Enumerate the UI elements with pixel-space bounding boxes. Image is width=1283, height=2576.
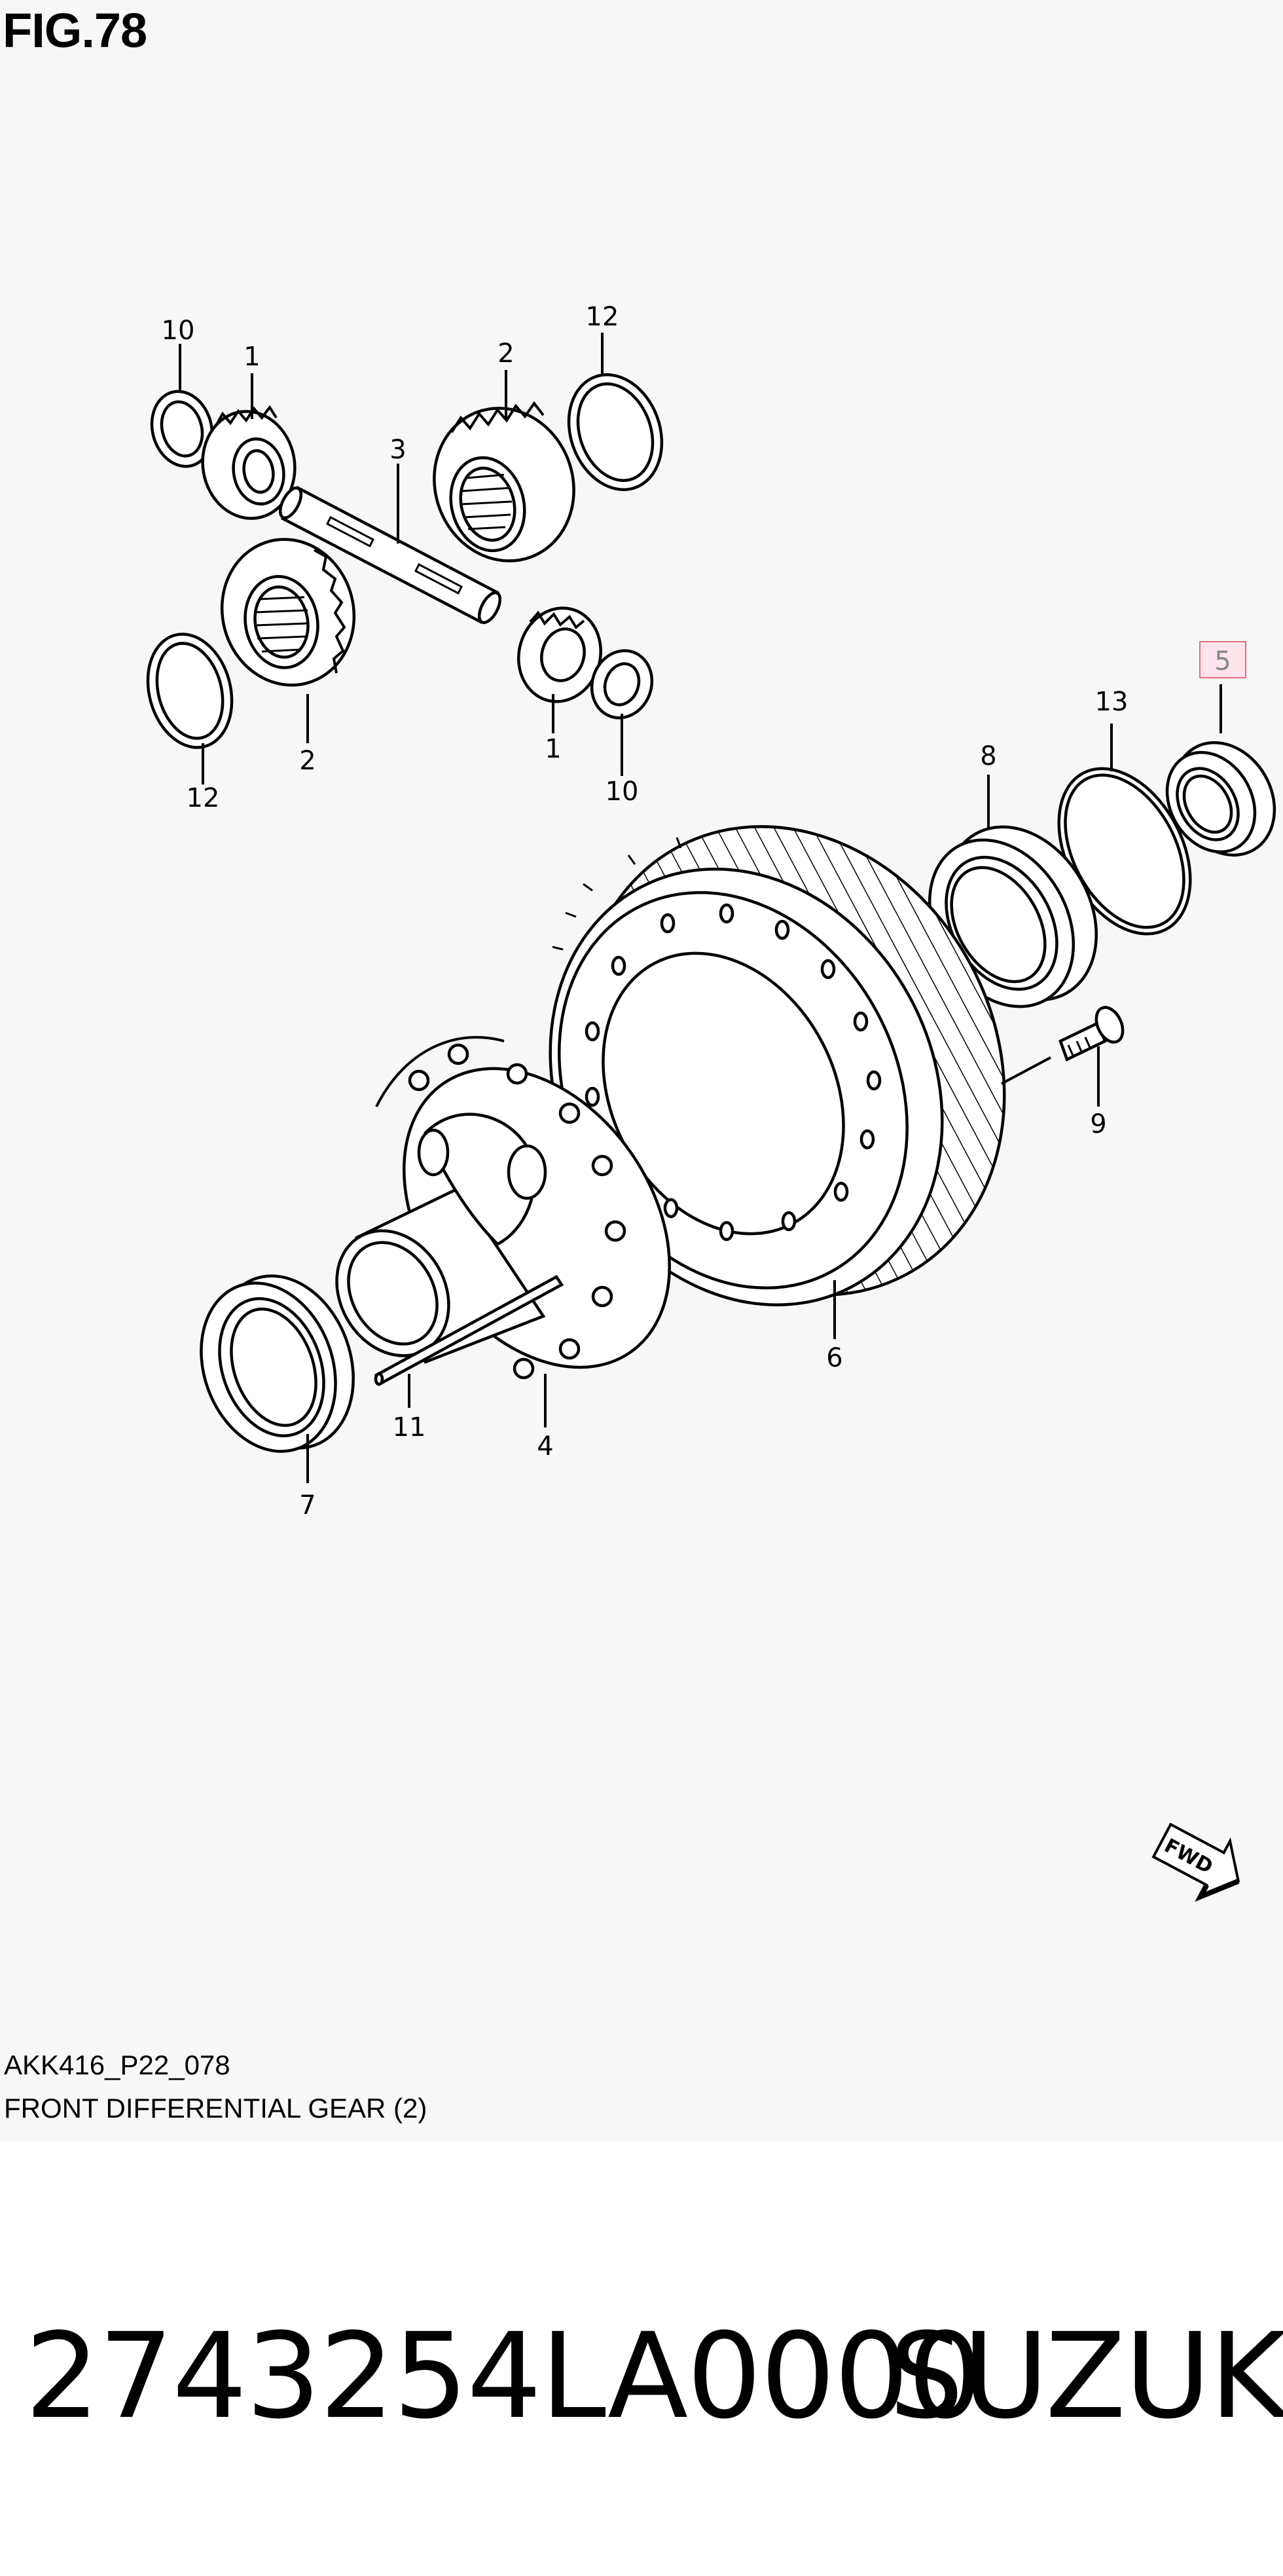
callout-10-upper[interactable]: 10 bbox=[162, 316, 195, 346]
side-gear-2-upper bbox=[433, 401, 575, 562]
callout-7[interactable]: 7 bbox=[299, 1490, 316, 1520]
washer-10-upper bbox=[150, 390, 214, 468]
figure-title: FIG.78 bbox=[3, 3, 147, 58]
ring-gear-6 bbox=[549, 825, 1006, 1306]
pinion-gear-1-lower bbox=[517, 606, 602, 703]
callout-6[interactable]: 6 bbox=[826, 1343, 842, 1373]
callout-1-lower[interactable]: 1 bbox=[545, 734, 561, 764]
callout-4[interactable]: 4 bbox=[537, 1431, 553, 1462]
pin-11 bbox=[374, 1275, 564, 1386]
callout-12-upper[interactable]: 12 bbox=[586, 302, 619, 332]
callout-1-upper[interactable]: 1 bbox=[244, 342, 260, 372]
forward-arrow-icon: FWD bbox=[1151, 1822, 1240, 1902]
callout-3[interactable]: 3 bbox=[389, 435, 406, 465]
diagram-code: AKK416_P22_078 bbox=[4, 2050, 230, 2080]
callout-13[interactable]: 13 bbox=[1095, 687, 1129, 717]
callout-2-lower[interactable]: 2 bbox=[299, 746, 316, 776]
callout-2-upper[interactable]: 2 bbox=[497, 339, 514, 369]
parts-diagram: FIG.78 bbox=[3, 3, 1276, 2124]
bolt-9 bbox=[1058, 1006, 1125, 1062]
part-number: 2743254LA0000 bbox=[25, 2308, 983, 2445]
differential-case-4 bbox=[335, 1036, 672, 1380]
leader-lines bbox=[179, 333, 1222, 1483]
side-gear-2-lower bbox=[220, 538, 356, 687]
pinion-gear-1-upper bbox=[201, 405, 297, 520]
washer-12-lower bbox=[146, 633, 234, 749]
callout-10-lower[interactable]: 10 bbox=[605, 777, 639, 807]
bearing-7 bbox=[200, 1274, 355, 1453]
diagram-name: FRONT DIFFERENTIAL GEAR (2) bbox=[4, 2093, 427, 2124]
highlight-box-5 bbox=[1199, 641, 1246, 678]
callout-9[interactable]: 9 bbox=[1090, 1109, 1106, 1139]
callout-12-lower[interactable]: 12 bbox=[187, 783, 220, 813]
washer-12-upper bbox=[567, 373, 664, 491]
brand-name: SUZUKI bbox=[889, 2308, 1283, 2445]
pinion-shaft-3 bbox=[278, 485, 502, 625]
callout-8[interactable]: 8 bbox=[980, 741, 996, 771]
washer-10-lower bbox=[590, 649, 654, 720]
callout-11[interactable]: 11 bbox=[393, 1412, 426, 1443]
ring-13 bbox=[1057, 767, 1192, 936]
exploded-view: 10 1 2 12 3 12 2 1 10 5 13 8 9 6 11 4 7 … bbox=[146, 302, 1276, 1902]
oil-seal-5 bbox=[1165, 741, 1276, 857]
callout-5[interactable]: 5 bbox=[1214, 646, 1231, 676]
